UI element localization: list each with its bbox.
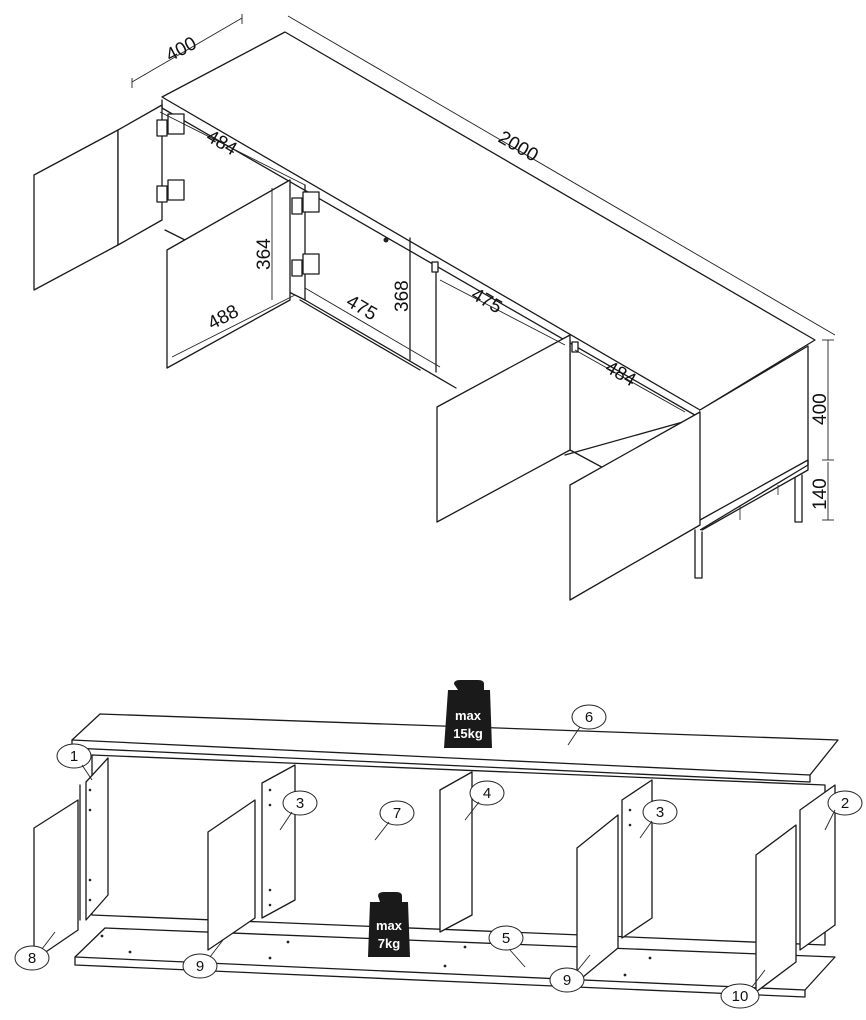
weight-bottom-line1: max — [376, 918, 403, 933]
svg-text:4: 4 — [483, 785, 491, 802]
weight-icon-bottom: max 7kg — [368, 892, 410, 957]
callout-6: 6 — [567, 704, 607, 746]
door-9a — [207, 799, 256, 951]
assembled-cabinet: 400 2000 484 364 488 475 368 475 484 400… — [33, 14, 836, 601]
door-1b — [117, 104, 163, 246]
dim-body-height: 400 — [810, 393, 831, 425]
callout-1: 1 — [56, 743, 93, 781]
hinge-holes — [88, 788, 632, 907]
callout-10: 10 — [720, 969, 766, 1009]
weight-top-line2: 15kg — [453, 726, 483, 741]
door-2 — [166, 179, 291, 369]
dim-door-left-height: 364 — [254, 238, 275, 270]
dim-center-height: 368 — [392, 280, 413, 312]
door-3 — [436, 334, 571, 523]
weight-top-line1: max — [455, 708, 482, 723]
callout-2: 2 — [824, 790, 863, 831]
callout-9a: 9 — [182, 939, 224, 979]
door-9b — [576, 814, 619, 983]
exploded-view: max 15kg max 7kg 1 2 3 3 4 — [14, 680, 863, 1009]
callout-4: 4 — [464, 780, 505, 821]
divider-4 — [439, 771, 473, 933]
svg-text:8: 8 — [28, 950, 36, 967]
dim-shelf-depth-center: 475 — [343, 291, 381, 325]
callout-5: 5 — [488, 925, 526, 968]
callout-8: 8 — [14, 931, 56, 971]
hinge-icon — [156, 113, 579, 353]
door-4 — [569, 411, 701, 601]
bottom-board — [699, 459, 809, 531]
svg-text:2: 2 — [841, 795, 849, 812]
svg-text:6: 6 — [585, 709, 593, 726]
door-1 — [33, 129, 119, 291]
svg-text:10: 10 — [732, 988, 749, 1005]
svg-text:1: 1 — [70, 748, 78, 765]
svg-text:3: 3 — [296, 795, 304, 812]
svg-text:3: 3 — [656, 804, 664, 821]
callout-3a: 3 — [279, 790, 318, 831]
divider-3a — [261, 764, 296, 919]
weight-bottom-line2: 7kg — [378, 936, 400, 951]
dim-leg-height: 140 — [810, 478, 831, 510]
door-8 — [33, 799, 79, 961]
divider-3b — [621, 779, 653, 939]
weight-icon-top: max 15kg — [444, 680, 492, 748]
callout-3b: 3 — [639, 799, 678, 839]
svg-text:7: 7 — [393, 805, 401, 822]
right-end-panel — [699, 345, 809, 531]
callout-7: 7 — [374, 800, 415, 841]
door-10 — [755, 824, 797, 993]
svg-text:9: 9 — [196, 958, 204, 975]
side-panel-left — [85, 757, 109, 921]
callout-9b: 9 — [549, 954, 591, 993]
dimension-lines — [131, 14, 836, 521]
top-board — [161, 31, 816, 411]
side-panel-right — [799, 784, 836, 951]
leg-right — [794, 474, 803, 523]
leg-left — [694, 529, 703, 579]
svg-text:5: 5 — [502, 930, 510, 947]
svg-text:9: 9 — [563, 972, 571, 989]
